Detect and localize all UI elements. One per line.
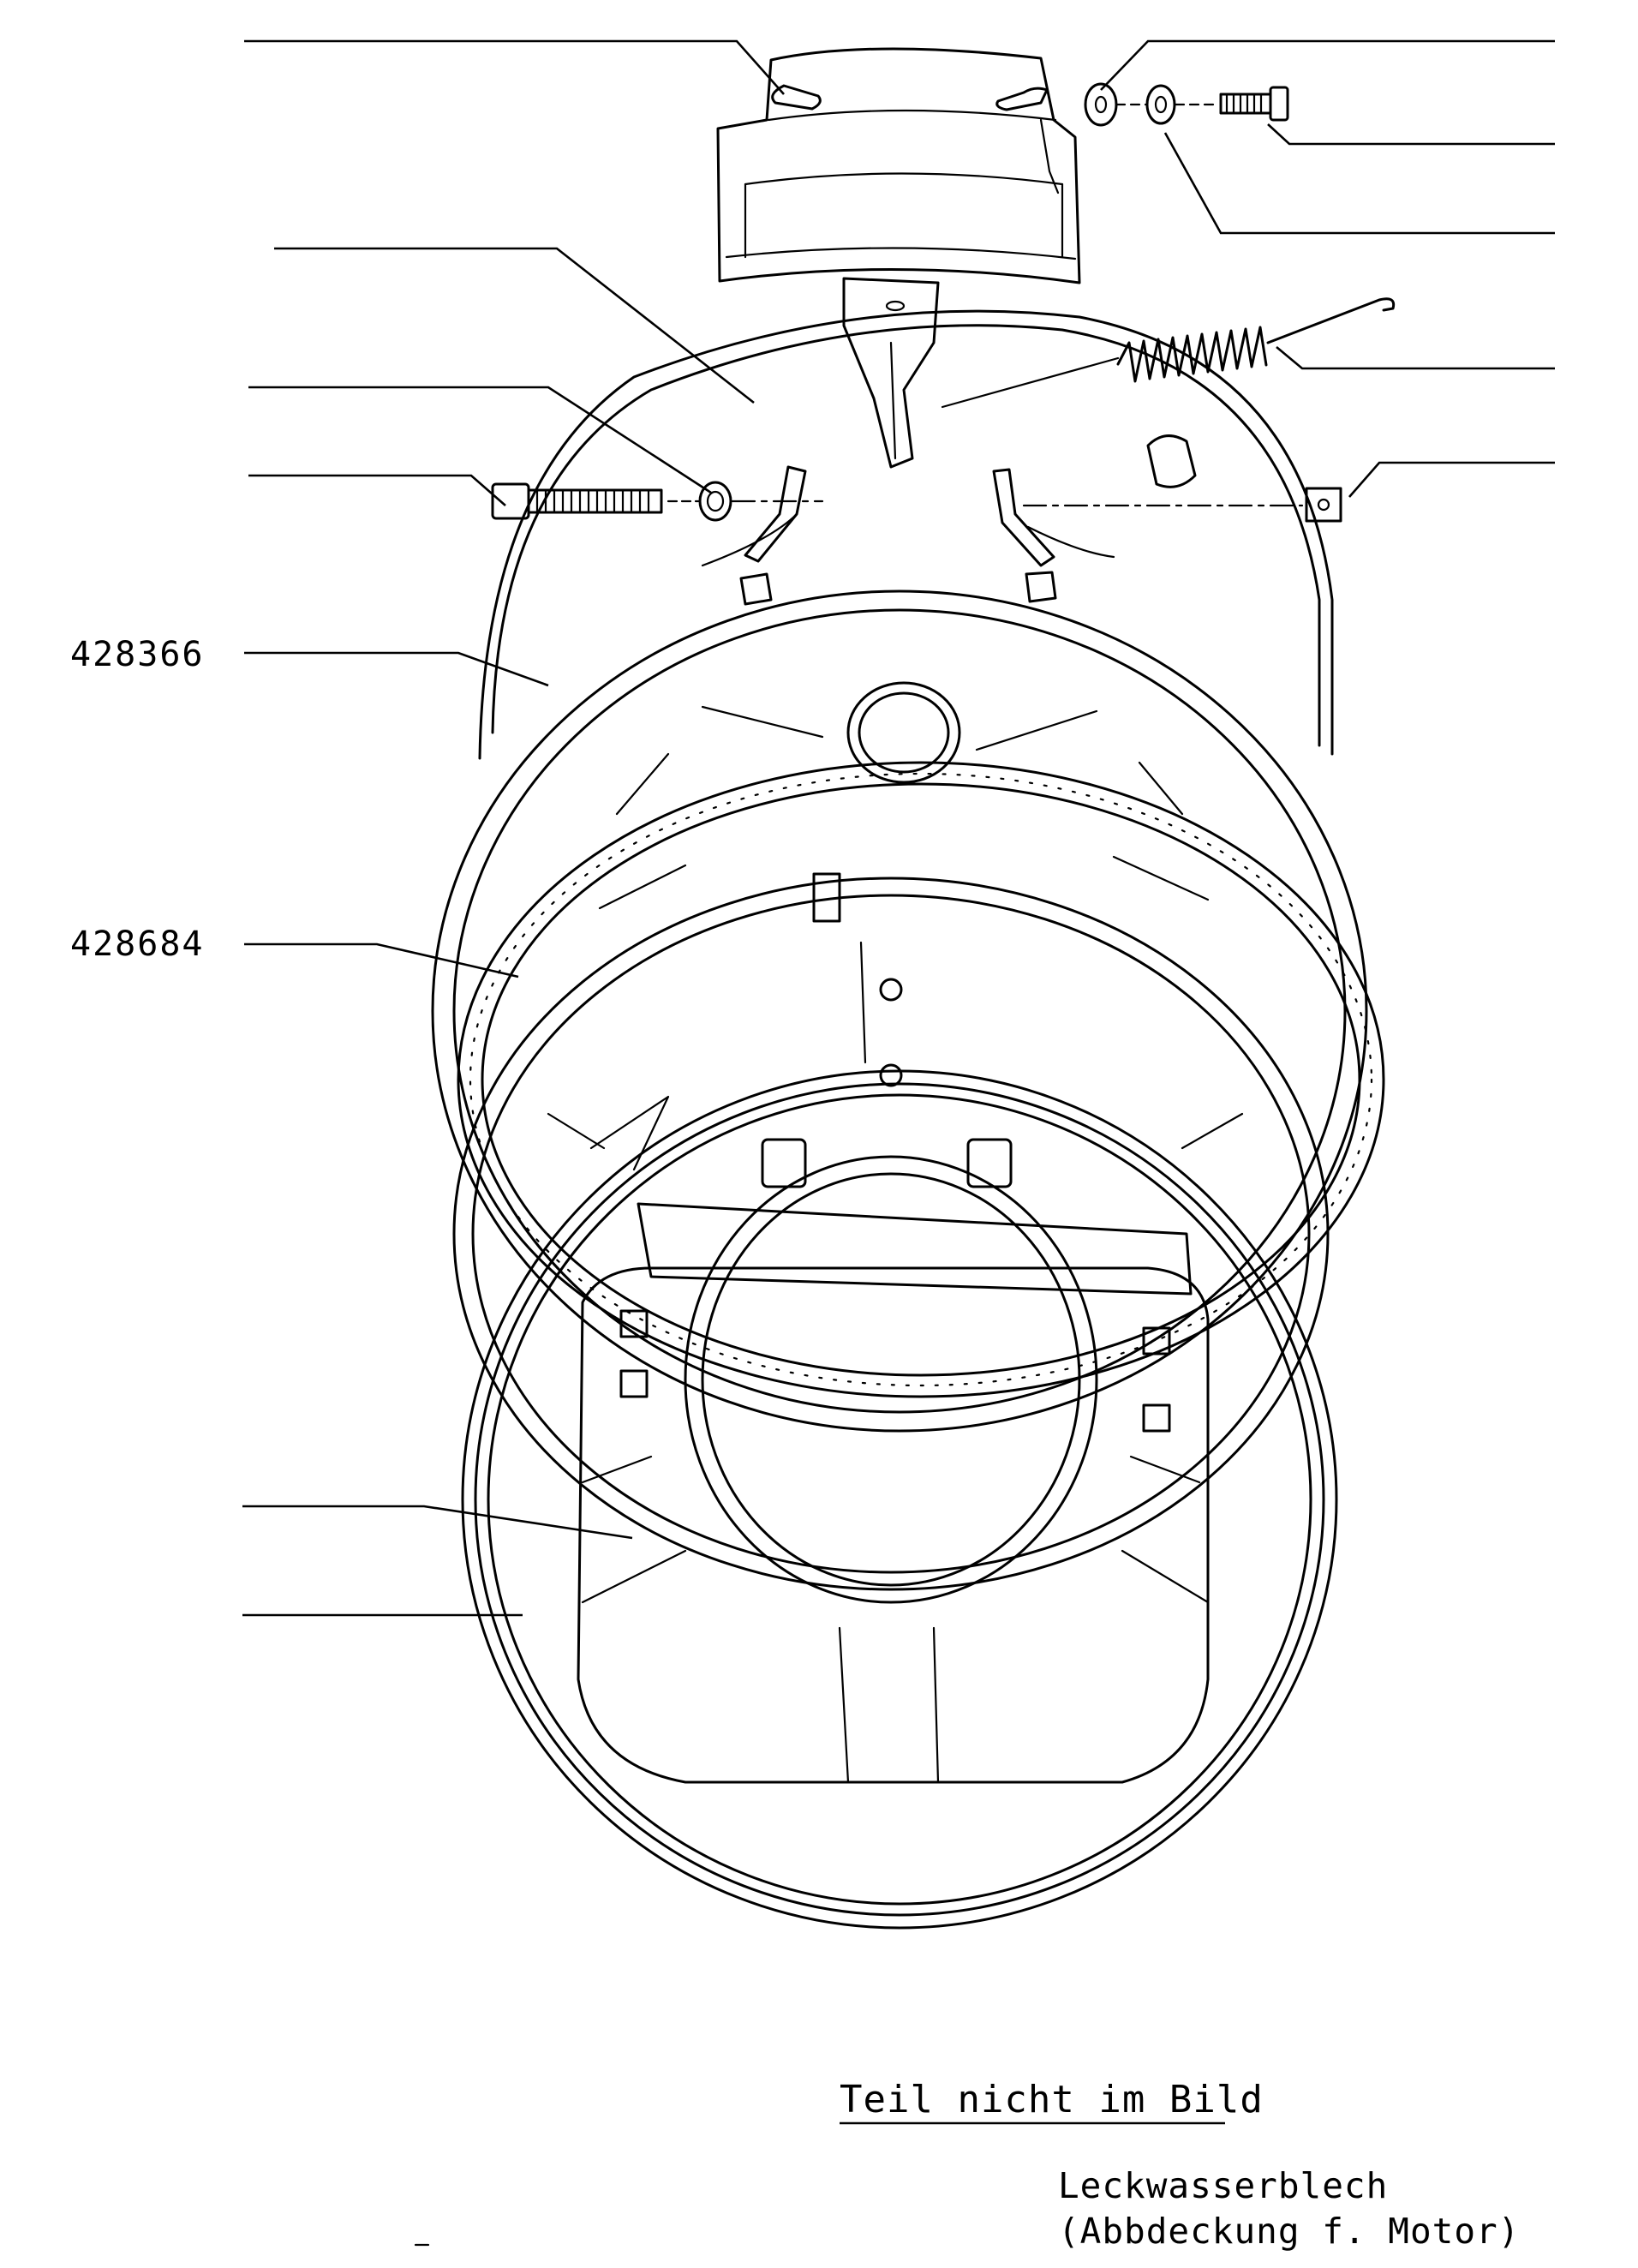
top-cover-part — [716, 47, 1081, 284]
eye-part — [1145, 84, 1176, 125]
leader-line — [1100, 39, 1555, 91]
washer — [1084, 82, 1118, 127]
note-title: Teil nicht im Bild — [840, 2078, 1264, 2121]
callout-428684: 428684 — [70, 925, 519, 978]
nut — [739, 572, 773, 606]
leader-line — [1276, 346, 1555, 370]
bracket-part — [842, 277, 940, 469]
callout-428366: 428366 — [70, 635, 549, 687]
door-front-ring — [461, 1069, 1338, 1930]
leader-line — [1267, 123, 1555, 146]
screw — [1219, 86, 1289, 122]
part-number-label: 428366 — [70, 635, 205, 674]
housing-rear-ring — [478, 309, 1334, 760]
leader-line — [274, 247, 755, 404]
nut — [1025, 571, 1057, 603]
leader-line — [248, 386, 712, 494]
washer — [698, 481, 732, 522]
leader-line — [1163, 132, 1555, 235]
clip — [812, 872, 841, 923]
part-number-label: 428684 — [70, 925, 205, 964]
long-screw-assembly — [491, 481, 1342, 523]
square-nut — [1305, 487, 1342, 523]
note-block: Teil nicht im Bild Leckwasserblech (Abbd… — [840, 2078, 1520, 2252]
hardware-top-right — [1084, 82, 1289, 127]
seal-ring-428684 — [457, 761, 1385, 1398]
leader-line — [244, 39, 785, 95]
leader-line — [248, 474, 506, 506]
tub-front-ring — [452, 872, 1330, 1591]
leader-lines-right — [1100, 39, 1555, 498]
leader-lines-left — [242, 39, 785, 1617]
note-line-2: (Abbdeckung f. Motor) — [1058, 2211, 1520, 2252]
leader-line — [242, 1505, 633, 1540]
screw-head — [491, 482, 530, 520]
ring-428366 — [431, 589, 1368, 1433]
note-line-1: Leckwasserblech — [1058, 2165, 1388, 2206]
leader-line — [244, 651, 549, 687]
leader-line — [244, 943, 519, 978]
leader-line — [1348, 461, 1555, 498]
spring-part — [941, 297, 1396, 409]
